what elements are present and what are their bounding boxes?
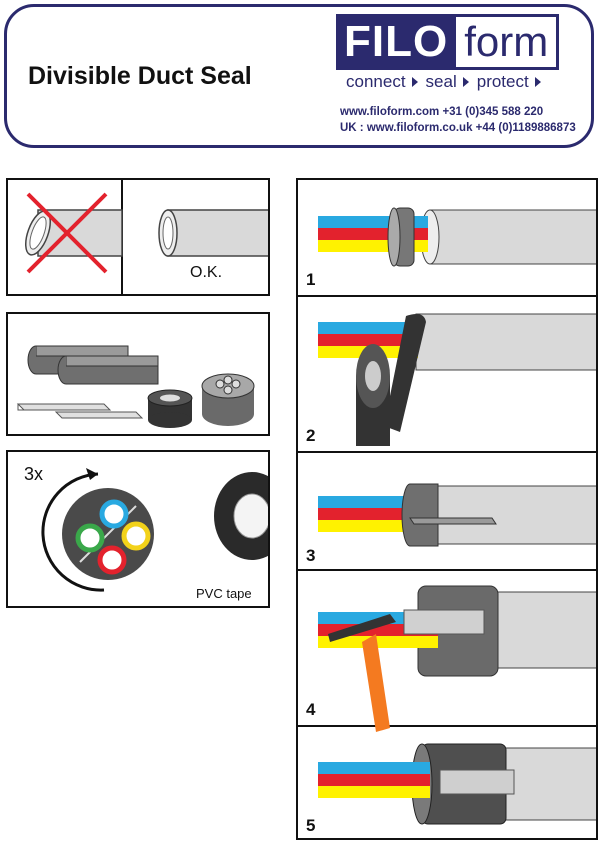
contact-uk: UK : www.filoform.co.uk +44 (0)118988687… xyxy=(340,122,576,134)
filoform-logo: FILO form xyxy=(336,14,560,70)
contact-international: www.filoform.com +31 (0)345 588 220 xyxy=(340,106,544,118)
arrow-right-icon xyxy=(411,77,418,87)
tagline: connect seal protect xyxy=(346,72,545,92)
step-number-3: 3 xyxy=(306,546,316,565)
step-number-4: 4 xyxy=(306,700,316,719)
cable-bundle-cross-section xyxy=(62,488,154,580)
tape-wrap-illustration xyxy=(41,468,268,592)
kit-contents-illustration xyxy=(16,345,255,428)
step-5-illustration xyxy=(318,743,596,825)
step-2-illustration xyxy=(318,313,596,446)
tagline-connect: connect xyxy=(346,72,406,91)
steps-column: 1 2 3 4 5 xyxy=(296,178,598,840)
logo-filo: FILO xyxy=(336,14,457,70)
tape-wrap-panel: 3x PVC tape xyxy=(6,450,270,608)
step-1-illustration xyxy=(318,207,596,267)
plastic-strips xyxy=(16,403,144,419)
step-4-illustration xyxy=(318,585,596,732)
pvc-tape-label: PVC tape xyxy=(196,586,252,601)
cut-check-panel: O.K. xyxy=(6,178,270,296)
step-3-illustration xyxy=(318,483,596,547)
step-number-5: 5 xyxy=(306,816,316,835)
arrow-right-icon xyxy=(534,77,541,87)
tagline-seal: seal xyxy=(425,72,457,91)
tape-roll xyxy=(147,389,193,428)
angled-cut-pipe xyxy=(24,209,123,257)
straight-cut-pipe xyxy=(158,209,268,257)
page-title: Divisible Duct Seal xyxy=(28,62,252,90)
wrap-count: 3x xyxy=(24,464,44,484)
seal-insert xyxy=(201,373,255,426)
half-shell-bottom xyxy=(57,355,159,385)
step-number-1: 1 xyxy=(306,270,316,289)
tagline-protect: protect xyxy=(476,72,529,91)
steps-illustration xyxy=(298,207,596,825)
ok-label: O.K. xyxy=(190,264,223,281)
cross-icon xyxy=(26,192,108,274)
rotation-arrow-icon xyxy=(41,468,105,592)
step-number-2: 2 xyxy=(306,426,316,445)
logo-form: form xyxy=(456,14,560,70)
pvc-tape-roll-icon xyxy=(214,472,268,560)
cut-check-illustration xyxy=(24,180,268,294)
kit-contents-panel xyxy=(6,312,270,436)
arrow-right-icon xyxy=(462,77,469,87)
